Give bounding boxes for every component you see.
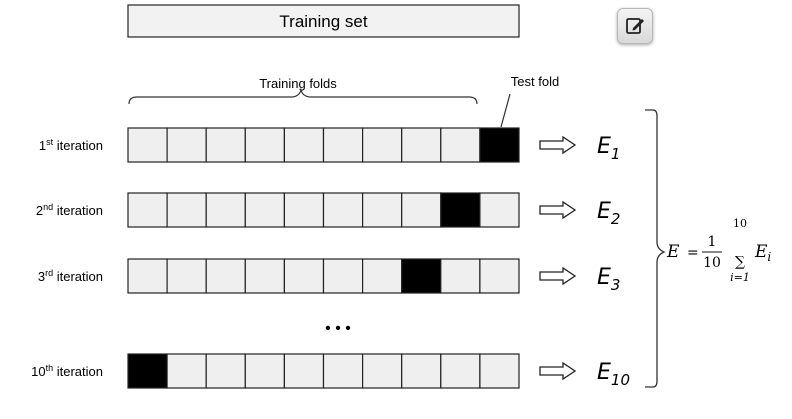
training-fold-cell — [362, 353, 403, 389]
training-fold-cell — [401, 353, 442, 389]
iteration-label: 3rd iteration — [38, 268, 103, 284]
test-fold-cell — [479, 127, 520, 163]
training-fold-cell — [127, 127, 168, 163]
formula-lower-limit: i=1 — [730, 271, 750, 284]
training-fold-cell — [127, 192, 168, 228]
training-set-label: Training set — [279, 12, 367, 31]
formula-numerator: 1 — [708, 234, 717, 250]
formula-term: Ei — [754, 242, 771, 264]
training-fold-cell — [283, 353, 325, 389]
training-fold-cell — [166, 258, 207, 294]
error-label: E3 — [597, 265, 620, 294]
average-error-formula: E = 1 10 10 ∑ i=1 Ei — [666, 217, 771, 284]
training-fold-cell — [479, 353, 520, 389]
training-fold-cell — [322, 192, 364, 228]
training-fold-cell — [244, 258, 286, 294]
edit-button[interactable] — [617, 8, 653, 44]
double-arrow-icon — [539, 361, 577, 381]
iteration-row: 1st iteration E1 — [39, 127, 620, 163]
error-label: E2 — [597, 199, 620, 228]
training-fold-cell — [479, 192, 520, 228]
iteration-label: 1st iteration — [39, 137, 103, 153]
double-arrow-icon — [539, 200, 577, 220]
training-folds-brace — [128, 87, 478, 105]
training-fold-cell — [244, 192, 286, 228]
errors-brace — [645, 109, 666, 388]
training-fold-cell — [440, 127, 481, 163]
test-fold-cell — [401, 258, 442, 294]
training-fold-cell — [205, 258, 246, 294]
training-fold-cell — [401, 127, 442, 163]
test-fold-cell — [127, 353, 168, 389]
training-fold-cell — [283, 192, 325, 228]
test-fold-label: Test fold — [511, 74, 559, 89]
test-fold-cell — [440, 192, 481, 228]
formula-sum-symbol: ∑ — [735, 254, 745, 270]
formula-upper-limit: 10 — [733, 217, 747, 230]
ellipsis: • • • — [325, 320, 351, 337]
training-fold-cell — [205, 127, 246, 163]
training-fold-cell — [283, 258, 325, 294]
double-arrow-icon — [539, 135, 577, 155]
training-fold-cell — [440, 353, 481, 389]
training-fold-cell — [127, 258, 168, 294]
training-fold-cell — [440, 258, 481, 294]
formula-equals: = — [687, 245, 699, 261]
training-fold-cell — [362, 258, 403, 294]
training-fold-cell — [244, 127, 286, 163]
iteration-rows: 1st iteration E1 2nd iteration E2 3rd iterat… — [31, 127, 630, 389]
training-fold-cell — [362, 127, 403, 163]
double-arrow-icon — [539, 266, 577, 286]
training-fold-cell — [205, 192, 246, 228]
training-fold-cell — [205, 353, 246, 389]
training-fold-cell — [322, 353, 364, 389]
formula-lhs: E — [666, 242, 680, 262]
iteration-row: 3rd iteration E3 — [38, 258, 620, 294]
training-fold-cell — [244, 353, 286, 389]
edit-pencil-icon — [626, 18, 644, 34]
training-fold-cell — [166, 192, 207, 228]
iteration-label: 10th iteration — [31, 363, 103, 379]
iteration-row: 10th iteration E10 — [31, 353, 630, 389]
training-fold-cell — [322, 258, 364, 294]
training-fold-cell — [401, 192, 442, 228]
test-fold-pointer — [500, 93, 511, 128]
error-label: E1 — [597, 134, 620, 163]
training-set-bar — [127, 4, 520, 38]
iteration-row: 2nd iteration E2 — [36, 192, 620, 228]
training-fold-cell — [166, 127, 207, 163]
error-label: E10 — [597, 360, 630, 389]
iteration-label: 2nd iteration — [36, 202, 103, 218]
training-folds-label: Training folds — [259, 76, 337, 91]
formula-denominator: 10 — [703, 255, 721, 271]
training-fold-cell — [479, 258, 520, 294]
training-fold-cell — [166, 353, 207, 389]
training-fold-cell — [362, 192, 403, 228]
training-fold-cell — [322, 127, 364, 163]
training-fold-cell — [283, 127, 325, 163]
